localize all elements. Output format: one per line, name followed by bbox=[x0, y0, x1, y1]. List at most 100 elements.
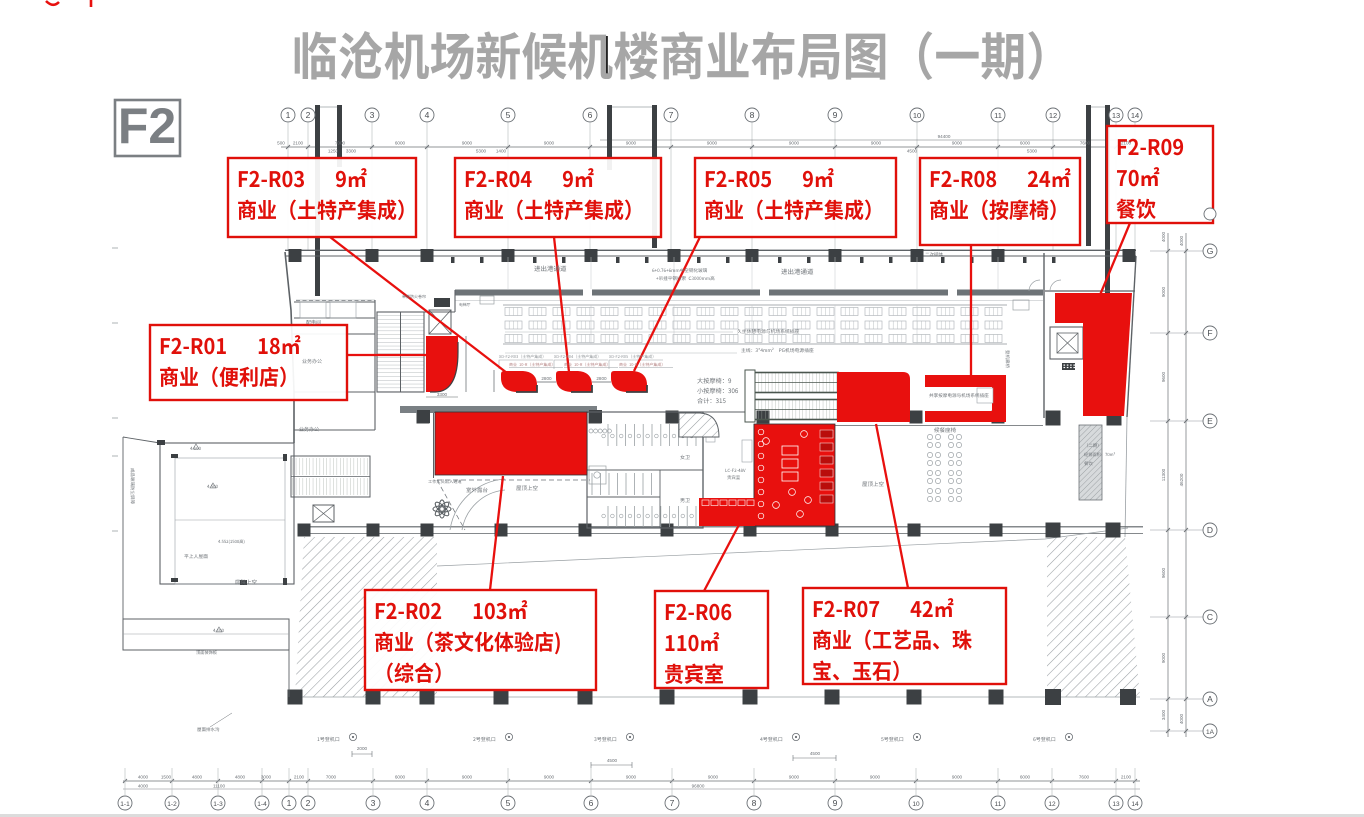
annotation: 贵宾室 bbox=[727, 474, 741, 481]
dimension-text: 4800 bbox=[235, 775, 246, 780]
grid-bubble bbox=[1045, 107, 1061, 123]
unit-label-text-f2-r07: 宝、玉石） bbox=[812, 660, 920, 684]
dimension-text: 4800 bbox=[192, 775, 203, 780]
dimension-text: 2800 bbox=[541, 376, 552, 381]
annotation: 6+0.76+6mm中空钢化玻璃 bbox=[652, 267, 707, 274]
annotation: 庭院上空 bbox=[235, 578, 258, 586]
grid-bubble-label: 8 bbox=[750, 110, 755, 120]
cropped-red-marks bbox=[45, 0, 93, 7]
unit-label-f2-r04[interactable] bbox=[453, 156, 663, 239]
annotation: 经营面积：70m² bbox=[1084, 451, 1115, 458]
waiting-seats bbox=[504, 307, 1003, 343]
grid-bubble-label: D bbox=[1207, 525, 1213, 535]
dimension-text: 9000 bbox=[462, 775, 473, 780]
dimension-text: 4500 bbox=[907, 149, 918, 154]
dimension-text: 9000 bbox=[1161, 652, 1166, 663]
unit-label-f2-r09[interactable] bbox=[1105, 124, 1215, 225]
unit-label-f2-r07[interactable] bbox=[801, 586, 1008, 686]
dimension-text: 3300 bbox=[346, 149, 357, 154]
annotation: 女卫 bbox=[680, 454, 690, 461]
grid-bubble-label: 7 bbox=[670, 798, 675, 808]
unit-shape-f2-r09[interactable] bbox=[1055, 293, 1132, 416]
grid-bubble bbox=[664, 795, 680, 811]
grid-bubble-label: 13 bbox=[1112, 111, 1120, 120]
unit-shape-f2-r08[interactable] bbox=[925, 375, 1006, 422]
unit-shape-f2-r02[interactable] bbox=[434, 411, 588, 476]
unit-label-text-f2-r08: F2-R08 24㎡ bbox=[929, 167, 1052, 192]
grid-bubble-label: 7 bbox=[669, 110, 674, 120]
dimension-text: 3400 bbox=[1161, 709, 1166, 720]
dimension-text: 96800 bbox=[692, 784, 705, 789]
annotation: 餐饮 bbox=[1084, 460, 1093, 467]
unit-shape-f2-r07[interactable] bbox=[837, 372, 910, 422]
dimension-text: 6000 bbox=[395, 141, 406, 146]
grid-bubble-label: A bbox=[1207, 694, 1213, 704]
unit-label-text-f2-r04: 商业（土特产集成） bbox=[464, 199, 658, 223]
unit-label-f2-r01[interactable] bbox=[148, 323, 349, 402]
leader-f2-r07 bbox=[874, 423, 910, 589]
annotation: 顶面装饰板 bbox=[196, 649, 218, 656]
page-title-text: 临沧机场新候机楼商业布局图（一期） bbox=[233, 29, 1134, 88]
dimension-text: 4000 bbox=[1179, 713, 1184, 724]
grid-bubble-label: 4 bbox=[425, 798, 430, 808]
grid-bubble-label: 4 bbox=[425, 110, 430, 120]
annotation: 4.100 bbox=[190, 446, 202, 451]
dimension-text: 9000 bbox=[708, 775, 719, 780]
grid-bubble bbox=[1202, 243, 1218, 259]
dimension-text: 3300 bbox=[437, 392, 448, 397]
annotation: 平上人屋面 bbox=[184, 553, 208, 560]
unit-shape-f2-r03[interactable] bbox=[501, 371, 537, 392]
grid-bubble bbox=[1202, 723, 1218, 739]
annotation: 共享按摩电源与机场系统插座 bbox=[929, 392, 989, 399]
annotation: 屋顶上空 bbox=[862, 480, 885, 488]
grid-bubble-label: 1A bbox=[1206, 729, 1215, 736]
dimension-text: 4000 bbox=[138, 775, 149, 780]
kiosk-note: XD-F2-R03（土特产集成） bbox=[499, 353, 547, 359]
grid-bubble bbox=[582, 107, 598, 123]
plant-icon bbox=[432, 499, 452, 519]
annotation: 业务办公 bbox=[302, 358, 322, 365]
unit-label-f2-r08[interactable] bbox=[918, 156, 1082, 247]
boarding-gates bbox=[317, 733, 1074, 742]
grid-bubble-label: 11 bbox=[994, 111, 1002, 120]
dimension-text: 1500 bbox=[161, 775, 172, 780]
gate-label: 6号登机口 bbox=[1033, 736, 1056, 743]
dimension-text: 4500 bbox=[607, 758, 618, 763]
dimension-text: 2100 bbox=[1121, 141, 1132, 146]
grid-bubble-label: 8 bbox=[752, 798, 757, 808]
grid-bubble bbox=[1044, 795, 1060, 811]
unit-label-f2-r05[interactable] bbox=[693, 156, 898, 239]
dimension-text: 5300 bbox=[1027, 149, 1038, 154]
unit-label-text-f2-r07: F2-R07 42㎡ bbox=[812, 597, 935, 622]
dimension-text: 7000 bbox=[335, 141, 346, 146]
unit-shapes bbox=[426, 293, 1132, 527]
dimension-text: 5300 bbox=[476, 149, 487, 154]
grid-bubble bbox=[254, 795, 270, 811]
dimension-text: 2100 bbox=[1121, 775, 1132, 780]
unit-label-f2-r03[interactable] bbox=[226, 156, 418, 239]
unit-label-f2-r06[interactable] bbox=[653, 589, 770, 690]
grid-bubble-label: 2 bbox=[306, 110, 311, 120]
grid-bubble-label: 6 bbox=[588, 110, 593, 120]
dimension-text: 9000 bbox=[626, 775, 637, 780]
dimension-text: 1400 bbox=[496, 149, 507, 154]
unit-shape-f2-r04[interactable] bbox=[556, 371, 592, 392]
leader-f2-r02 bbox=[488, 475, 505, 591]
unit-shape-f2-r05[interactable] bbox=[611, 371, 647, 392]
kiosk-note: 商业 10-R（土特产集成） bbox=[564, 361, 610, 367]
grid-bubble bbox=[300, 107, 316, 123]
dimension-text: 4000 bbox=[1161, 231, 1166, 242]
gate-label: 5号登机口 bbox=[881, 736, 904, 743]
unit-label-f2-r02[interactable] bbox=[363, 588, 598, 692]
grid-bubble-label: 10 bbox=[912, 801, 920, 808]
dimension-text: 9000 bbox=[544, 775, 555, 780]
dimension-text: 9000 bbox=[1161, 286, 1166, 297]
unit-label-text-f2-r06: 110㎡ bbox=[664, 631, 720, 656]
dimension-text: 9000 bbox=[544, 141, 555, 146]
unit-shape-f2-r01[interactable] bbox=[426, 336, 458, 392]
annotation: 配电间 bbox=[306, 319, 321, 326]
grid-bubble bbox=[164, 795, 180, 811]
grid-bubble-label: 9 bbox=[833, 110, 838, 120]
